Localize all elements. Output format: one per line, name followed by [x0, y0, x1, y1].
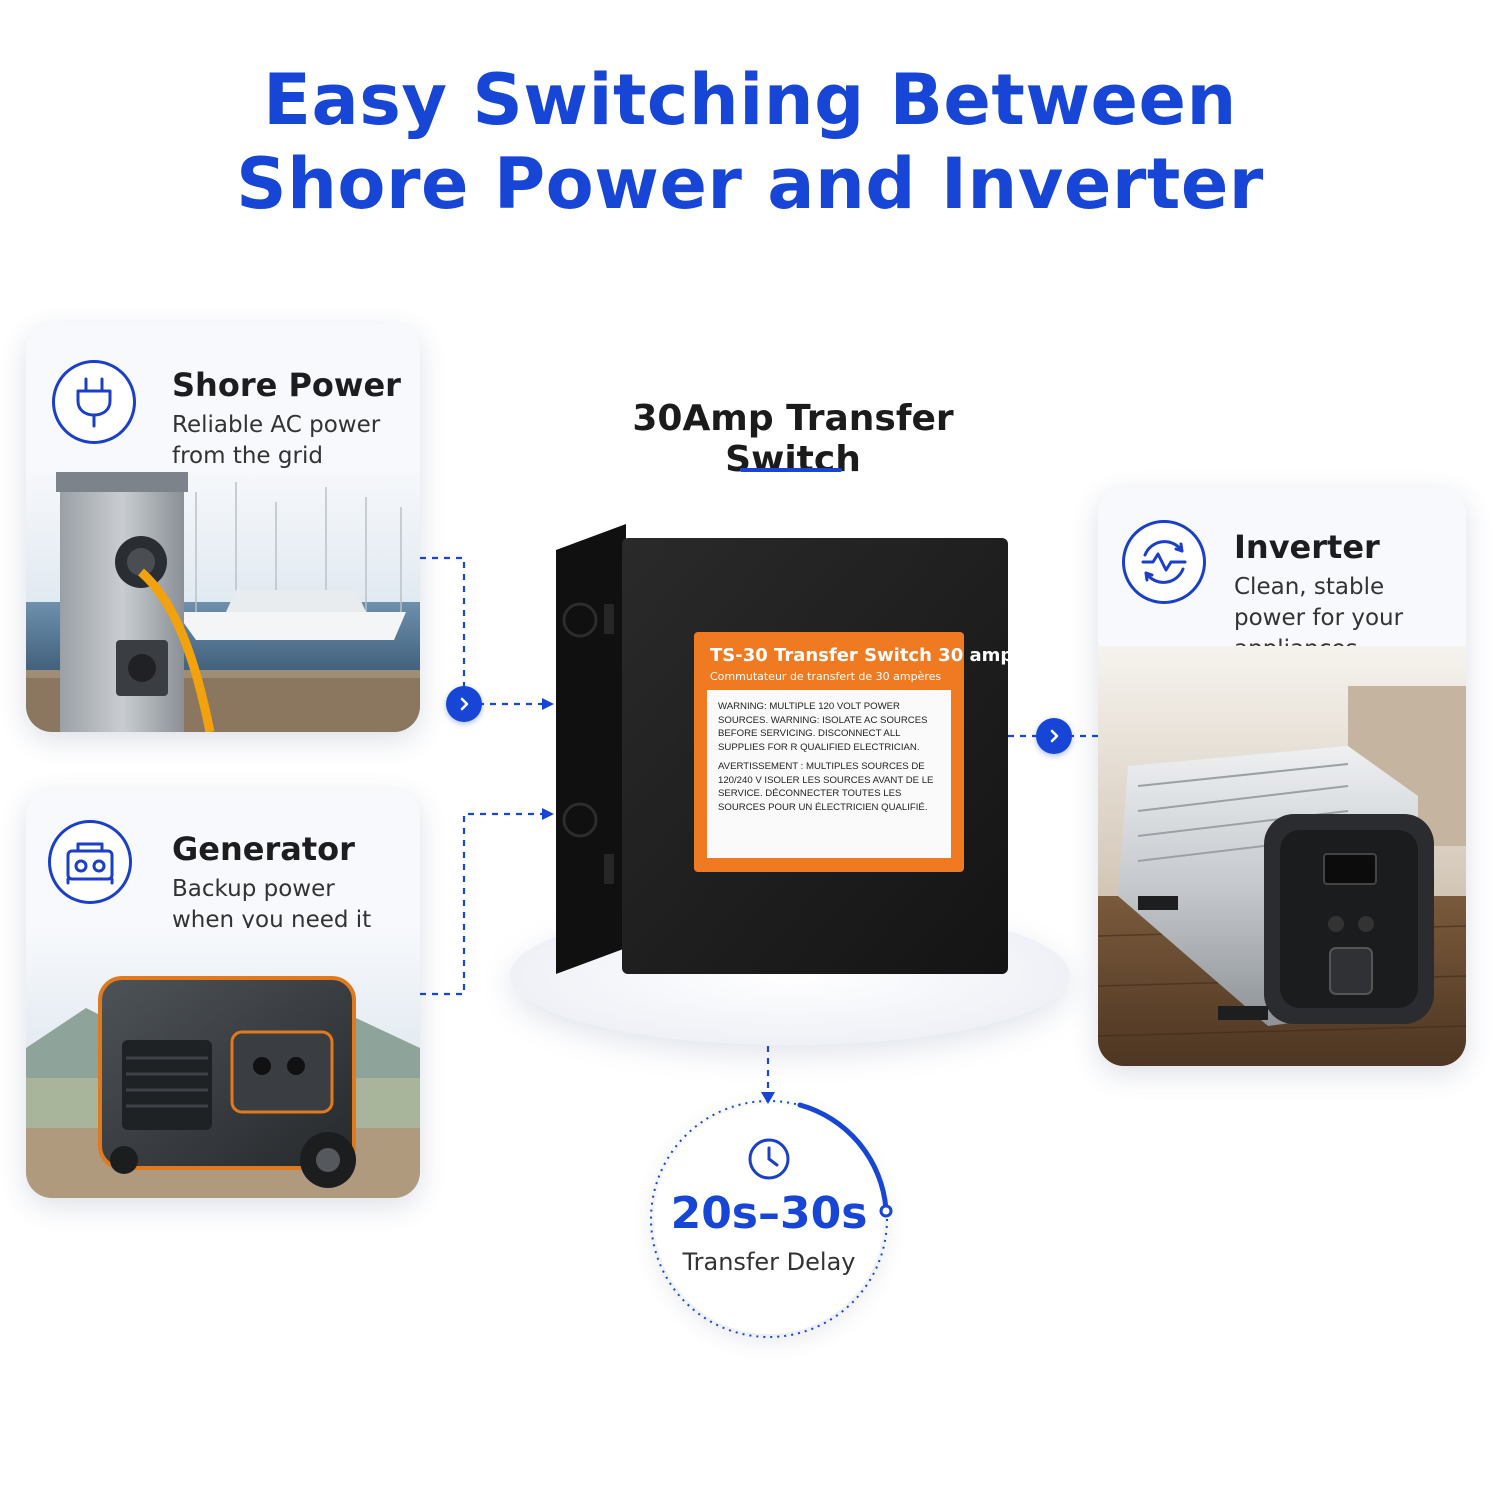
label-title: TS-30 Transfer Switch 30 amps [710, 645, 1024, 666]
transfer-delay-value: 20s–30s [670, 1188, 868, 1239]
center-title: 30Amp Transfer Switch [632, 398, 954, 480]
generator-arrowhead [542, 808, 554, 820]
sine-wave-icon [1122, 520, 1206, 604]
shore-arrow-button [446, 686, 482, 722]
chevron-right-icon [1050, 729, 1059, 743]
title-underline [740, 468, 842, 472]
label-warning-text: WARNING: MULTIPLE 120 VOLT POWER SOURCES… [718, 700, 944, 820]
generator-title: Generator [172, 830, 355, 868]
shore-connector [420, 556, 548, 706]
inverter-desc: Clean, stable power for your appliances [1234, 574, 1404, 662]
shore-power-title: Shore Power [172, 366, 401, 404]
headline-line-1: Easy Switching Between [263, 59, 1237, 141]
plug-icon [52, 360, 136, 444]
headline-line-2: Shore Power and Inverter [236, 143, 1264, 225]
label-subtitle: Commutateur de transfert de 30 ampères [710, 670, 942, 683]
label-warning-panel [707, 690, 951, 858]
inverter-title: Inverter [1234, 528, 1380, 566]
inverter-card: Inverter Clean, stable power for your ap… [1098, 488, 1466, 1066]
shore-power-card: Shore Power Reliable AC power from the g… [26, 324, 420, 732]
warning-french: AVERTISSEMENT : MULTIPLES SOURCES DE 120… [718, 761, 934, 813]
generator-photo [26, 928, 420, 1198]
generator-icon [48, 820, 132, 904]
generator-desc: Backup power when you need it [172, 876, 372, 933]
delay-arrowhead [761, 1092, 775, 1104]
chevron-right-icon [460, 697, 469, 711]
shore-power-photo [26, 472, 420, 732]
inverter-arrow-button [1036, 718, 1072, 754]
warning-english: WARNING: MULTIPLE 120 VOLT POWER SOURCES… [718, 701, 928, 753]
shore-power-desc: Reliable AC power from the grid [172, 412, 381, 469]
inverter-photo [1098, 646, 1466, 1066]
transfer-delay-label: Transfer Delay [682, 1248, 856, 1276]
headline: Easy Switching Between Shore Power and I… [0, 58, 1500, 226]
shore-arrowhead [542, 698, 554, 710]
generator-card: Generator Backup power when you need it [26, 790, 420, 1198]
clock-icon [748, 1138, 790, 1180]
